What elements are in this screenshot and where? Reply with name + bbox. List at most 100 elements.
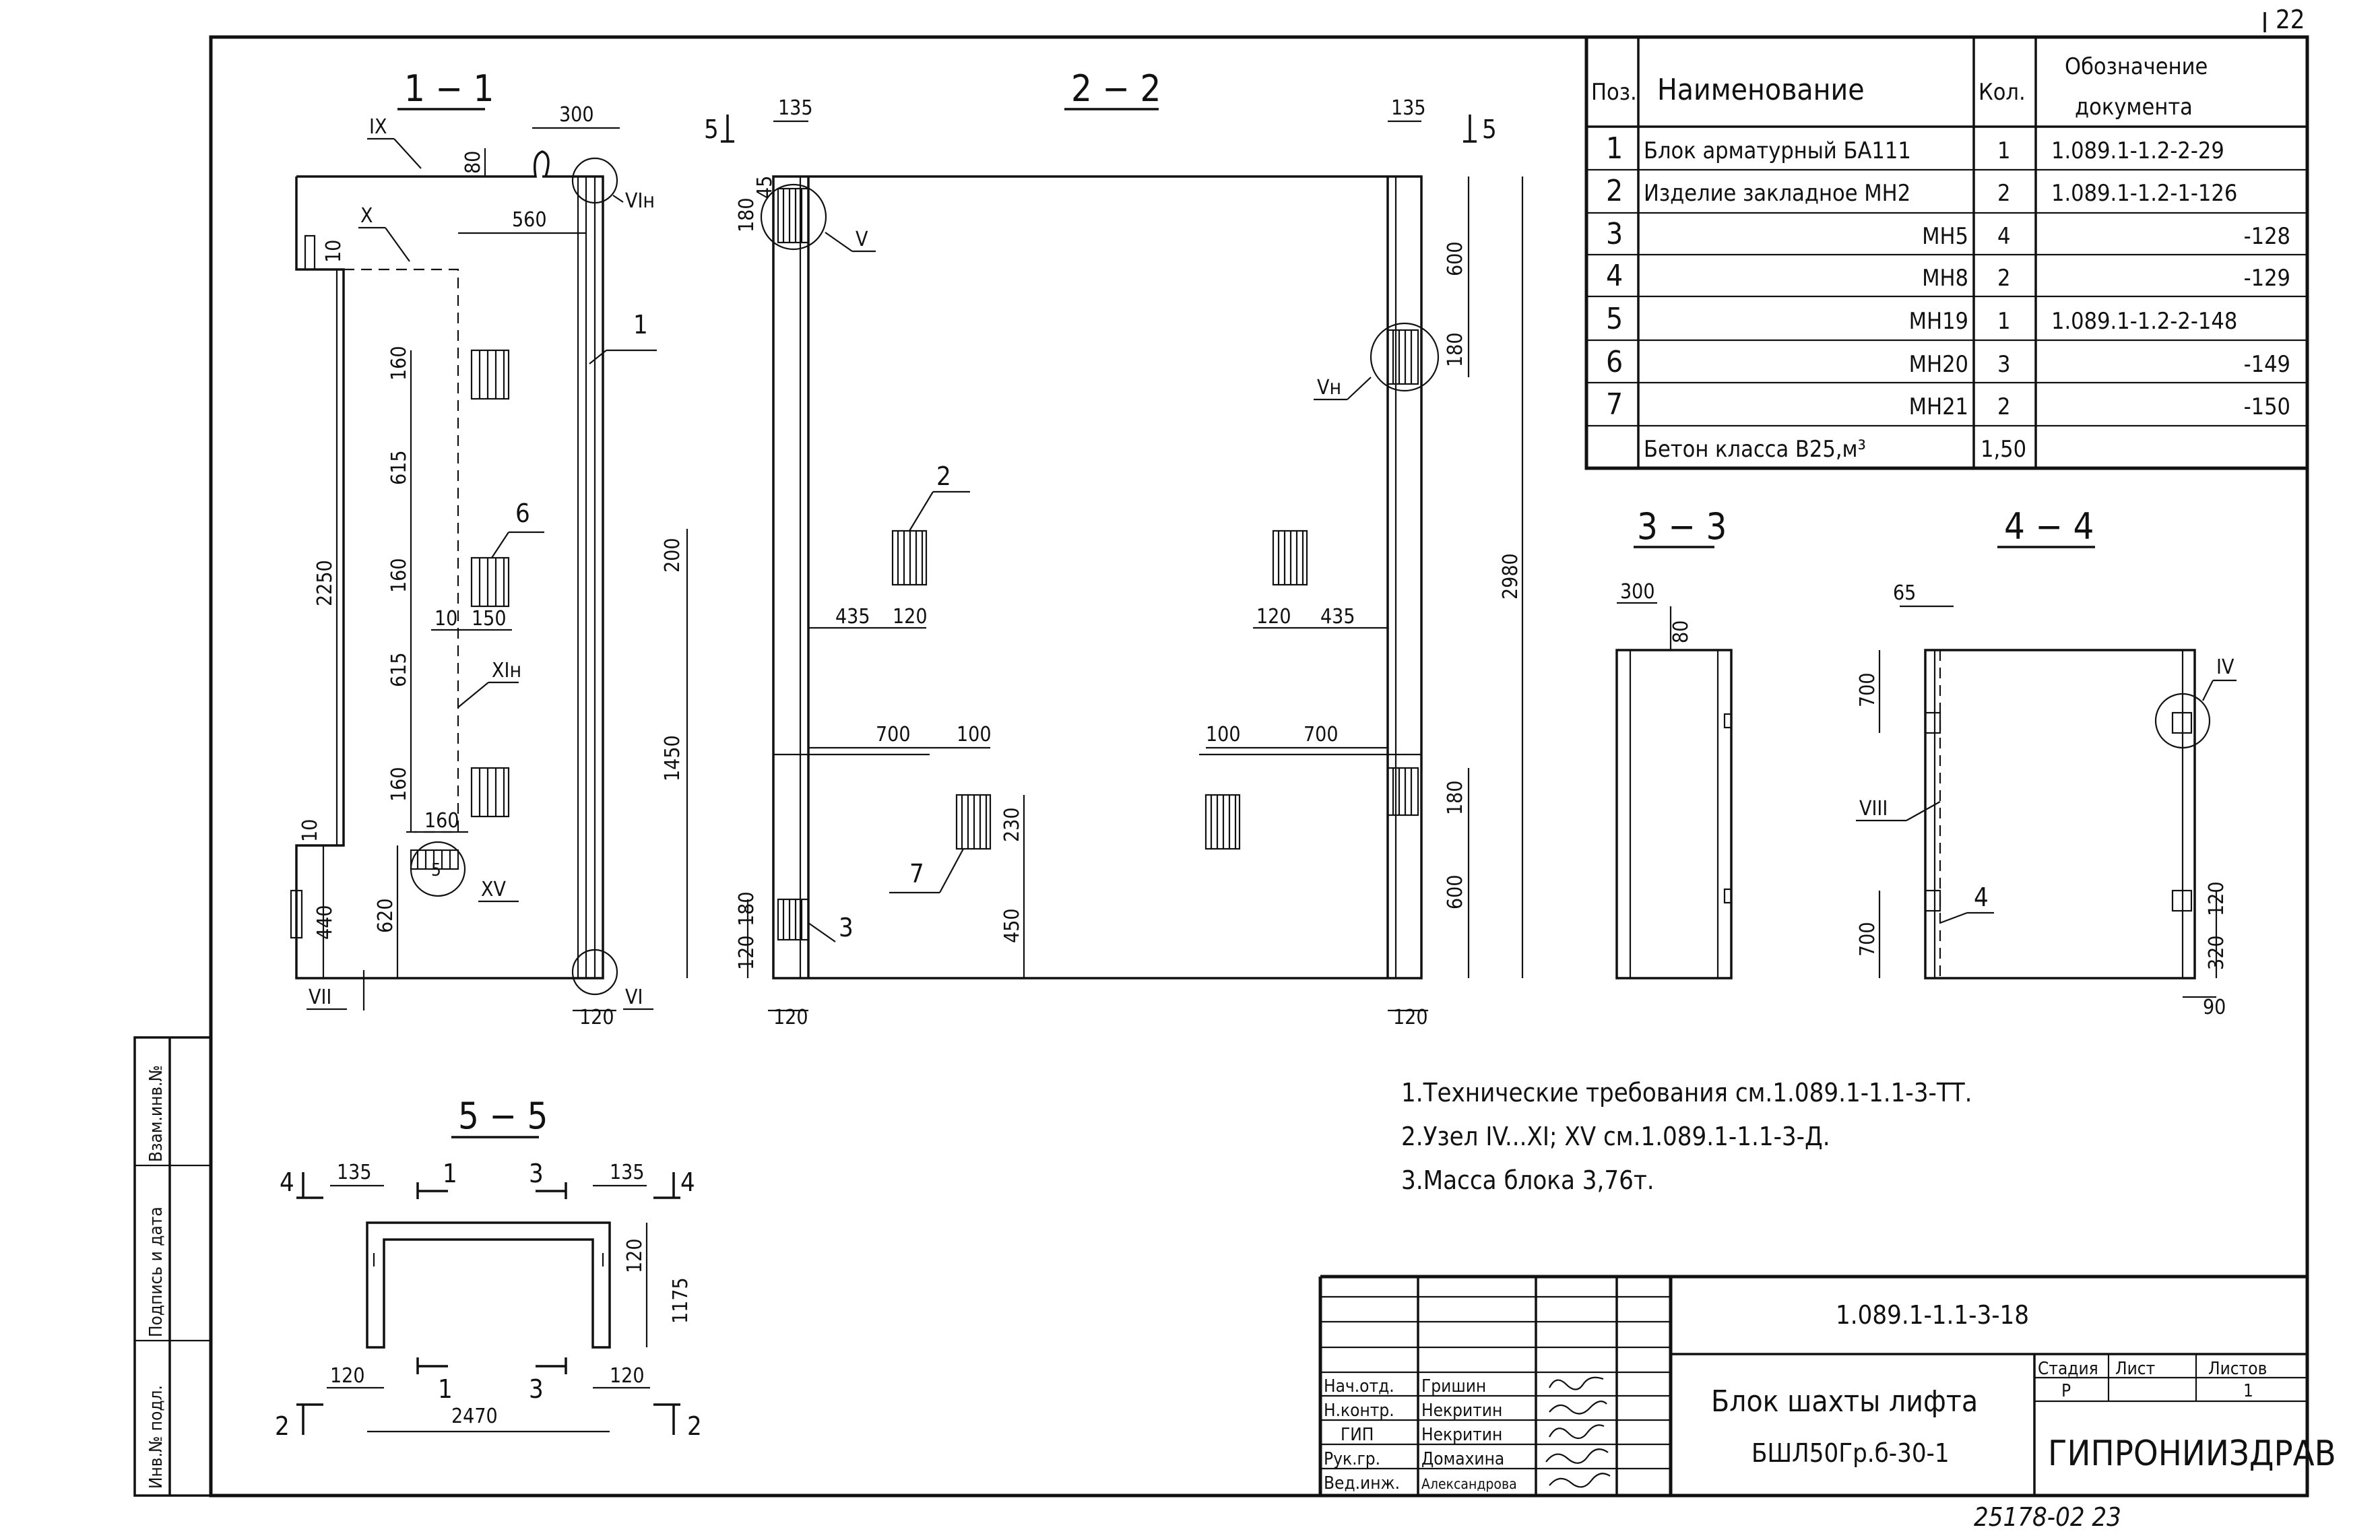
role-name: Домахина: [1421, 1449, 1504, 1469]
pos-4-label: 4: [1974, 883, 1989, 912]
dim-135-s22-left: 135: [778, 96, 813, 120]
spec-row-doc: 1.089.1-1.2-1-126: [2051, 180, 2237, 207]
node-V-label: V: [856, 228, 868, 251]
role-row: Нач.отд. Гришин: [1324, 1376, 1486, 1397]
cut-3-bottom: 3: [529, 1374, 544, 1404]
embed-mn20-2: [470, 556, 510, 608]
inv-podl-label: Инв.№ подл.: [146, 1385, 166, 1489]
section-5-5-outline: [366, 1221, 611, 1349]
dim-120-s44: 120: [2205, 881, 2228, 916]
section-4-4: 4 − 4 IV VIII 4 65 700 700 120 320 90: [1856, 505, 2237, 1019]
dim-300-s11: 300: [559, 103, 594, 127]
embed-mn21-right: [1204, 794, 1241, 850]
spec-row-name: МН5: [1922, 223, 1968, 250]
spec-row-5: 5 МН19 1 1.089.1-1.2-2-148: [1606, 302, 2237, 336]
dim-440: 440: [313, 905, 337, 940]
section-2-2: 2 − 2: [661, 67, 1524, 1029]
dim-435-right: 435: [1320, 605, 1355, 629]
node-VII-label: VII: [309, 986, 331, 1009]
dim-700-top-s44: 700: [1856, 672, 1879, 707]
cut-2-right: 2: [687, 1411, 702, 1441]
spec-row-concrete: Бетон класса В25,м³ 1,50: [1644, 436, 2026, 463]
role-name: Некритин: [1421, 1425, 1502, 1445]
dim-615-2: 615: [387, 652, 411, 687]
node-VIn-circle: [571, 157, 618, 204]
cut-2-left: 2: [275, 1411, 290, 1441]
role-row: Рук.гр. Домахина: [1324, 1449, 1504, 1469]
role-name: Некритин: [1421, 1401, 1502, 1421]
spec-row-1: 1 Блок арматурный БА111 1 1.089.1-1.2-2-…: [1606, 131, 2224, 166]
dim-1450: 1450: [661, 735, 684, 781]
spec-row-name: Бетон класса В25,м³: [1644, 436, 1866, 463]
node-VI-circle: [571, 949, 618, 996]
dim-180-right: 180: [1444, 332, 1467, 367]
cut-4-right: 4: [680, 1167, 695, 1197]
spec-row-2: 2 Изделие закладное МН2 2 1.089.1-1.2-1-…: [1606, 174, 2237, 208]
spec-row-pos: 5: [1606, 302, 1623, 336]
embed-mn2-right: [1272, 530, 1308, 586]
role-row: Н.контр. Некритин: [1324, 1401, 1502, 1421]
dim-120-mn2-right: 120: [1256, 605, 1291, 629]
signature-4: [1545, 1448, 1609, 1464]
dim-700-right: 700: [1304, 723, 1339, 746]
pos-5-label: 5: [431, 860, 441, 880]
section-1-1: 1 − 1 IX: [290, 67, 657, 1029]
dim-65: 65: [1893, 581, 1916, 605]
dim-2470: 2470: [451, 1405, 498, 1428]
dim-45: 45: [753, 176, 777, 199]
dim-1175: 1175: [669, 1277, 693, 1324]
spec-row-doc: 1.089.1-1.2-2-29: [2051, 137, 2224, 164]
dim-180-s22: 180: [735, 197, 759, 232]
spec-row-doc: -129: [2244, 265, 2290, 292]
section-3-3-title: 3 − 3: [1637, 505, 1727, 548]
node-XIn-label: XIн: [492, 659, 521, 682]
dim-160-2: 160: [387, 558, 411, 593]
section-4-4-outline: [1924, 649, 2196, 980]
dim-10-bot: 10: [298, 819, 322, 842]
pos-3-label: 3: [839, 913, 854, 942]
dim-120-s55-v: 120: [623, 1238, 647, 1273]
cut-5-right: 5: [1482, 115, 1497, 144]
cut-4-left: 4: [280, 1167, 294, 1197]
spec-row-name: Блок арматурный БА111: [1644, 137, 1911, 164]
spec-row-pos: 4: [1606, 259, 1623, 293]
dim-435-left: 435: [835, 605, 870, 629]
dim-120-mn2-left: 120: [893, 605, 928, 629]
node-X-label: X: [360, 204, 373, 228]
spec-row-qty: 1,50: [1981, 436, 2026, 463]
cut-5-left: 5: [704, 115, 719, 144]
spec-header-doc-2: документа: [2075, 94, 2193, 121]
sheet-frame: [209, 35, 2309, 1498]
spec-header-name: Наименование: [1657, 73, 1865, 107]
dim-80-s11: 80: [461, 151, 485, 174]
embed-mn20-3: [470, 767, 510, 818]
dim-120-s11: 120: [579, 1006, 614, 1029]
cut-1-bottom: 1: [438, 1374, 453, 1404]
title-line-1: Блок шахты лифта: [1711, 1384, 1978, 1419]
organization: ГИПРОНИИЗДРАВ: [2048, 1434, 2336, 1474]
cut-3-top: 3: [529, 1159, 544, 1188]
node-VIn-label: VIн: [625, 189, 655, 213]
dim-320: 320: [2205, 935, 2228, 970]
spec-row-3: 3 МН5 4 -128: [1606, 217, 2290, 251]
dim-2980: 2980: [1499, 553, 1522, 600]
dim-600-top: 600: [1444, 241, 1467, 276]
dim-180-s22-b: 180: [735, 891, 759, 926]
spec-row-name: Изделие закладное МН2: [1644, 180, 1910, 207]
page-number: 22: [2276, 5, 2305, 34]
dim-150: 150: [472, 607, 507, 631]
podpis-label: Подпись и дата: [146, 1207, 166, 1337]
embed-mn5-right-low: [1386, 767, 1419, 816]
dim-180-right-low: 180: [1444, 780, 1467, 815]
sheets-label: Листов: [2208, 1359, 2267, 1379]
dim-10-mid: 10: [435, 607, 457, 631]
title-block: 1.089.1-1.1-3-18 Блок шахты лифта БШЛ50Г…: [1318, 1275, 2336, 1496]
dim-300-s33: 300: [1620, 580, 1655, 604]
role-label: ГИП: [1341, 1425, 1374, 1445]
spec-row-name: МН21: [1909, 393, 1968, 420]
dim-200: 200: [661, 538, 684, 573]
role-label: Вед.инж.: [1324, 1473, 1400, 1494]
embed-mn2-left: [891, 530, 928, 586]
spec-row-pos: 3: [1606, 217, 1623, 251]
